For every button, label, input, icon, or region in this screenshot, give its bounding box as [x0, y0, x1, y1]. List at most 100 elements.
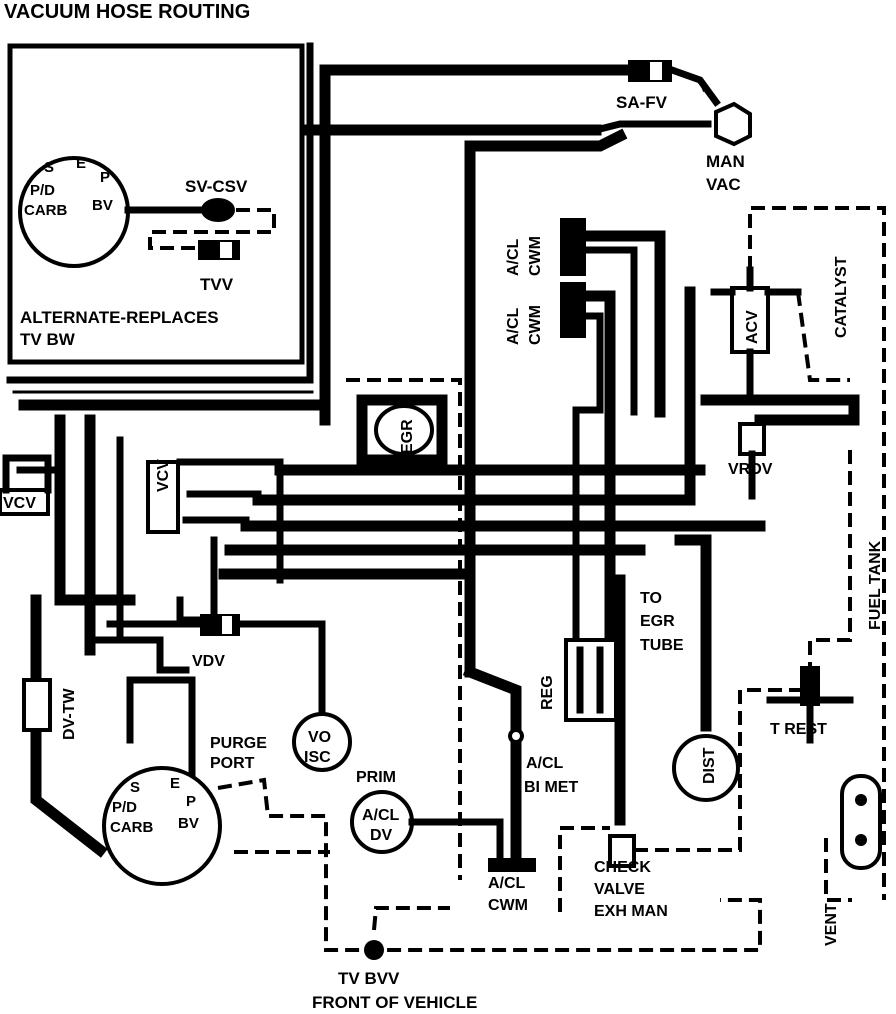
acl-cwm-mid-label-2: CWM — [527, 305, 544, 345]
man-vac-label-2: VAC — [706, 175, 741, 194]
vdv-window — [222, 616, 232, 634]
cwm-mid-hose-b — [572, 312, 604, 654]
check-valve-label-3: EXH MAN — [594, 903, 668, 920]
reg-body — [564, 638, 618, 722]
vdv-body — [200, 614, 240, 636]
top-carb-bv: BV — [92, 197, 113, 214]
sv-csv-dashed — [148, 208, 276, 250]
acl-dv-label-1: A/CL — [362, 807, 400, 824]
tvv-window — [220, 242, 232, 258]
purge-port-dashed — [217, 777, 762, 952]
to-egr-tube-label-2: EGR — [640, 613, 675, 630]
egr-body — [356, 394, 448, 466]
egr-dome — [374, 404, 434, 456]
alternate-label-1: ALTERNATE-REPLACES — [20, 308, 219, 327]
vcv-center-down — [176, 536, 218, 624]
purge-port-label-1: PURGE — [210, 735, 267, 752]
check-valve-body — [608, 834, 636, 868]
acl-dv-hose — [408, 818, 504, 862]
vrdv-hose — [700, 394, 860, 426]
bimet-hose — [462, 664, 522, 864]
dist-hose — [674, 534, 712, 732]
vcv-left-hoses — [2, 454, 64, 494]
man-vac-label-1: MAN — [706, 152, 745, 171]
bottom-carb-carb: CARB — [110, 819, 153, 836]
bottom-carb-s: S — [130, 779, 140, 796]
t-rest-label: T REST — [770, 721, 827, 738]
cwm-mid-hose-a — [580, 290, 616, 656]
inset-box-shadow — [6, 42, 314, 384]
vdv-hoses — [106, 620, 326, 716]
vcv-left-body — [0, 488, 50, 516]
vent-body — [840, 774, 882, 870]
hose-to-man-vac — [591, 120, 712, 135]
vdv-label: VDV — [192, 653, 225, 670]
vcv-left-label: VCV — [3, 495, 36, 512]
dv-tw-body — [22, 678, 52, 732]
vent-label: VENT — [823, 903, 840, 946]
reg-ports — [576, 646, 604, 714]
top-carb-p: P — [100, 169, 110, 186]
egr-label: EGR — [399, 419, 416, 454]
check-valve-label-2: VALVE — [594, 881, 645, 898]
fuel-tank-label: FUEL TANK — [867, 540, 884, 630]
check-valve-label-1: CHECK — [594, 859, 651, 876]
cwm-top-hose-b — [582, 246, 638, 416]
diagram-title: VACUUM HOSE ROUTING — [4, 1, 250, 23]
sa-fv-dots — [698, 78, 715, 101]
tv-bvv-valve — [364, 940, 384, 960]
catalyst-label: CATALYST — [833, 256, 850, 338]
reg-label: REG — [539, 675, 556, 710]
bimet-fitting — [508, 728, 524, 744]
acl-cwm-top-label-1: A/CL — [505, 238, 522, 276]
purge-port-label-2: PORT — [210, 755, 255, 772]
vcv-center-hoses — [176, 458, 284, 584]
dv-tw-label: DV-TW — [61, 688, 78, 740]
center-dashed-vertical — [346, 378, 462, 880]
tv-bvv-dashed — [372, 906, 450, 931]
vcv-center-body — [146, 460, 180, 534]
vo-isc-label-1: VO — [308, 729, 331, 746]
acl-dv-label-2: DV — [370, 827, 393, 844]
front-of-vehicle-label: FRONT OF VEHICLE — [312, 993, 477, 1012]
bottom-carb-bv: BV — [178, 815, 199, 832]
bottom-carb-feed — [86, 636, 190, 674]
sv-csv-label: SV-CSV — [185, 177, 248, 196]
bottom-carb-circle — [102, 766, 222, 886]
fuel-tank-dashed — [808, 450, 852, 690]
check-valve-dashed — [558, 826, 610, 912]
top-carb-e: E — [76, 155, 86, 172]
bottom-carb-p: P — [186, 793, 196, 810]
acl-cwm-top-label-2: CWM — [527, 236, 544, 276]
acl-cwm-bottom-body — [488, 858, 536, 872]
bottom-carb-top-hoses — [126, 676, 196, 784]
bottom-carb-e: E — [170, 775, 180, 792]
vrdv-body — [738, 422, 766, 456]
sv-csv-valve — [201, 198, 235, 222]
sa-fv-label: SA-FV — [616, 93, 668, 112]
acl-bimet-label-1: A/CL — [526, 755, 564, 772]
to-egr-tube-label-1: TO — [640, 590, 662, 607]
catalyst-dashed — [748, 206, 886, 900]
cwm-top-hose-a — [580, 230, 666, 418]
vo-isc-label-2: ISC — [304, 749, 331, 766]
hose-main-vertical — [464, 128, 628, 678]
tvv-label: TVV — [200, 275, 234, 294]
t-rest-body — [800, 666, 820, 706]
acl-cwm-bottom-label-2: CWM — [488, 897, 528, 914]
vo-isc-circle — [292, 712, 352, 772]
top-carb-carb: CARB — [24, 202, 67, 219]
tv-bvv-label: TV BVV — [338, 969, 400, 988]
bottom-carb-pd: P/D — [112, 799, 137, 816]
vcv-center-label: VCV — [155, 459, 172, 492]
top-carb-pd: P/D — [30, 182, 55, 199]
prim-label: PRIM — [356, 769, 396, 786]
sa-fv-window — [650, 62, 662, 80]
acv-right-dashed — [796, 291, 850, 382]
vent-port-bottom — [855, 834, 867, 846]
acv-ports — [710, 266, 802, 404]
alternate-label-2: TV BW — [20, 330, 76, 349]
man-vac-fitting — [714, 101, 752, 147]
acl-cwm-mid-body — [560, 282, 586, 338]
dist-label: DIST — [701, 747, 718, 784]
